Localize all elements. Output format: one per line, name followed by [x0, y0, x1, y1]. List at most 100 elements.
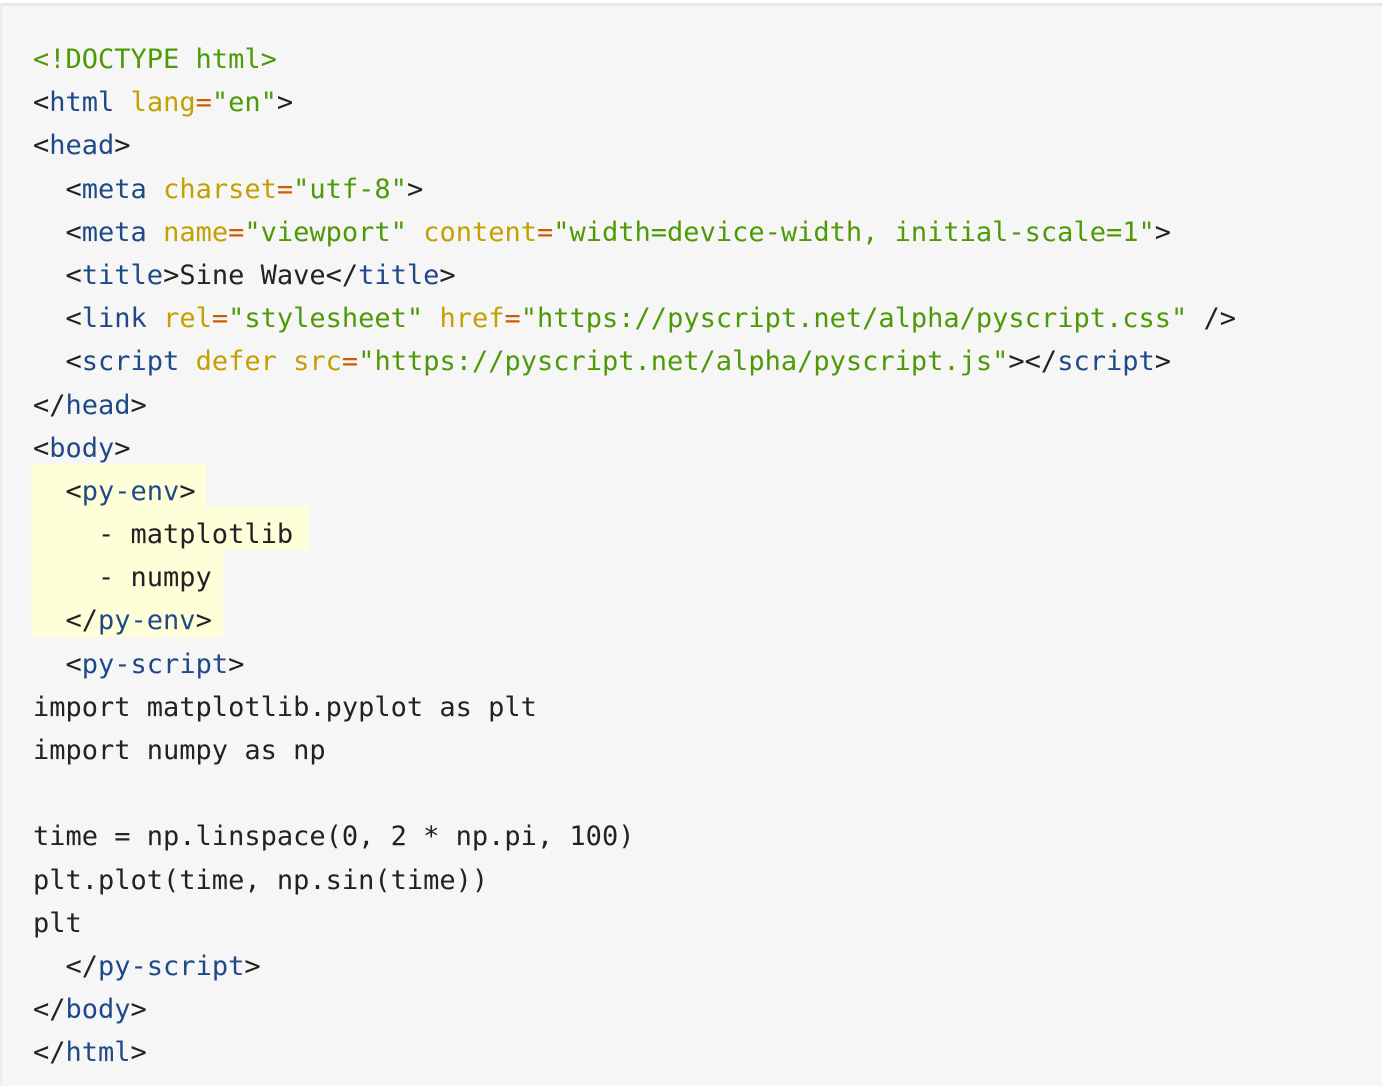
code-line: </html> — [33, 1031, 1382, 1074]
code-token-punc: > — [114, 130, 131, 162]
code-token-punc: > — [130, 994, 147, 1026]
code-line: - matplotlib — [33, 513, 1382, 556]
code-line: </py-script> — [33, 945, 1382, 988]
code-token-punc: > — [439, 259, 456, 291]
code-token-punc: < — [33, 303, 82, 335]
code-line: <!DOCTYPE html> — [33, 38, 1382, 81]
code-token-plain — [179, 346, 195, 377]
code-token-punc: > — [228, 648, 245, 680]
code-token-eq: = — [195, 87, 212, 119]
code-line: <script defer src="https://pyscript.net/… — [33, 340, 1382, 383]
code-token-plain: >Sine Wave</ — [163, 259, 359, 291]
code-line: <html lang="en"> — [33, 81, 1382, 124]
code-line: <meta name="viewport" content="width=dev… — [33, 211, 1382, 254]
code-token-tag: head — [49, 130, 115, 162]
code-token-punc: < — [33, 346, 82, 378]
code-block: <!DOCTYPE html><html lang="en"><head> <m… — [0, 3, 1382, 1086]
code-token-str: "width=device-width, initial-scale=1" — [553, 216, 1155, 248]
code-token-punc: < — [33, 216, 82, 248]
code-token-attr: defer — [195, 346, 277, 378]
code-token-tag: head — [65, 389, 131, 421]
code-token-punc: > — [195, 605, 212, 637]
code-token-plain: import matplotlib.pyplot as plt — [33, 691, 537, 723]
code-line: <py-env> — [33, 470, 1382, 513]
code-line: </head> — [33, 384, 1382, 427]
code-token-tag: link — [81, 303, 147, 335]
code-token-doc: <!DOCTYPE html> — [33, 44, 277, 75]
code-token-plain — [407, 217, 423, 248]
code-token-eq: = — [276, 173, 294, 205]
code-token-tag: title — [358, 259, 440, 291]
code-token-plain: plt.plot(time, np.sin(time)) — [33, 864, 489, 896]
code-token-str: "https://pyscript.net/alpha/pyscript.css… — [520, 303, 1188, 335]
code-token-eq: = — [341, 346, 359, 378]
code-line: plt — [33, 902, 1382, 945]
code-token-attr: name — [163, 216, 229, 248]
code-token-tag: html — [49, 87, 115, 119]
code-token-eq: = — [504, 303, 521, 335]
code-token-punc: </ — [33, 994, 66, 1026]
code-token-tag: py-script — [81, 648, 229, 680]
code-token-punc: < — [33, 259, 82, 291]
code-token-tag: py-env — [81, 475, 180, 507]
code-token-punc: < — [33, 130, 50, 162]
code-token-str: "stylesheet" — [228, 303, 424, 335]
highlight-block-middle — [31, 506, 309, 550]
code-token-punc: > — [1154, 346, 1171, 378]
highlight-block-lower — [31, 550, 223, 637]
code-line: - numpy — [33, 556, 1382, 599]
code-token-attr: content — [423, 216, 537, 248]
code-token-plain: plt — [33, 907, 82, 939]
code-token-plain: - matplotlib — [33, 519, 294, 551]
code-token-punc: < — [33, 173, 82, 205]
code-token-plain — [277, 346, 293, 377]
code-token-plain — [114, 87, 130, 118]
code-token-punc: /> — [1187, 303, 1237, 335]
code-token-punc: </ — [33, 950, 99, 982]
code-token-punc: </ — [33, 605, 99, 637]
code-token-tag: body — [49, 432, 115, 464]
code-token-punc: </ — [33, 389, 66, 421]
code-token-punc: < — [33, 87, 50, 119]
code-line: <title>Sine Wave</title> — [33, 254, 1382, 297]
code-line: <py-script> — [33, 643, 1382, 686]
code-line: <head> — [33, 124, 1382, 167]
code-token-punc: < — [33, 475, 82, 507]
code-token-plain — [147, 174, 163, 205]
code-token-punc: > — [130, 389, 147, 421]
code-token-str: "en" — [211, 87, 277, 119]
code-token-punc: > — [130, 1037, 147, 1069]
code-token-tag: meta — [81, 173, 147, 205]
code-token-str: "https://pyscript.net/alpha/pyscript.js" — [358, 346, 1009, 378]
code-token-tag: script — [1057, 346, 1155, 378]
code-token-eq: = — [228, 216, 245, 248]
code-token-plain: time = np.linspace(0, 2 * np.pi, 100) — [33, 821, 635, 853]
code-token-punc: > — [276, 87, 294, 119]
code-token-eq: = — [211, 303, 229, 335]
code-token-tag: py-script — [98, 950, 245, 982]
code-token-tag: body — [65, 994, 131, 1026]
code-lines: <!DOCTYPE html><html lang="en"><head> <m… — [33, 38, 1382, 1075]
code-line: </py-env> — [33, 599, 1382, 642]
code-token-attr: lang — [130, 87, 196, 119]
code-token-tag: title — [81, 259, 164, 291]
code-token-plain — [147, 303, 163, 334]
code-token-str: "viewport" — [244, 216, 407, 248]
code-token-punc: > — [244, 950, 261, 982]
code-line: time = np.linspace(0, 2 * np.pi, 100) — [33, 815, 1382, 858]
code-line: <body> — [33, 427, 1382, 470]
code-line: import matplotlib.pyplot as plt — [33, 686, 1382, 729]
code-token-plain — [423, 303, 439, 334]
code-token-attr: rel — [163, 303, 212, 335]
code-token-eq: = — [537, 216, 554, 248]
code-token-punc: > — [1154, 216, 1171, 248]
code-token-attr: charset — [163, 173, 277, 205]
code-token-tag: html — [65, 1037, 131, 1069]
code-token-tag: script — [81, 346, 180, 378]
code-token-punc: < — [33, 648, 82, 680]
code-token-punc: > — [179, 475, 196, 507]
code-line — [33, 772, 1382, 815]
code-token-attr: href — [439, 303, 505, 335]
code-line: plt.plot(time, np.sin(time)) — [33, 859, 1382, 902]
code-line: import numpy as np — [33, 729, 1382, 772]
